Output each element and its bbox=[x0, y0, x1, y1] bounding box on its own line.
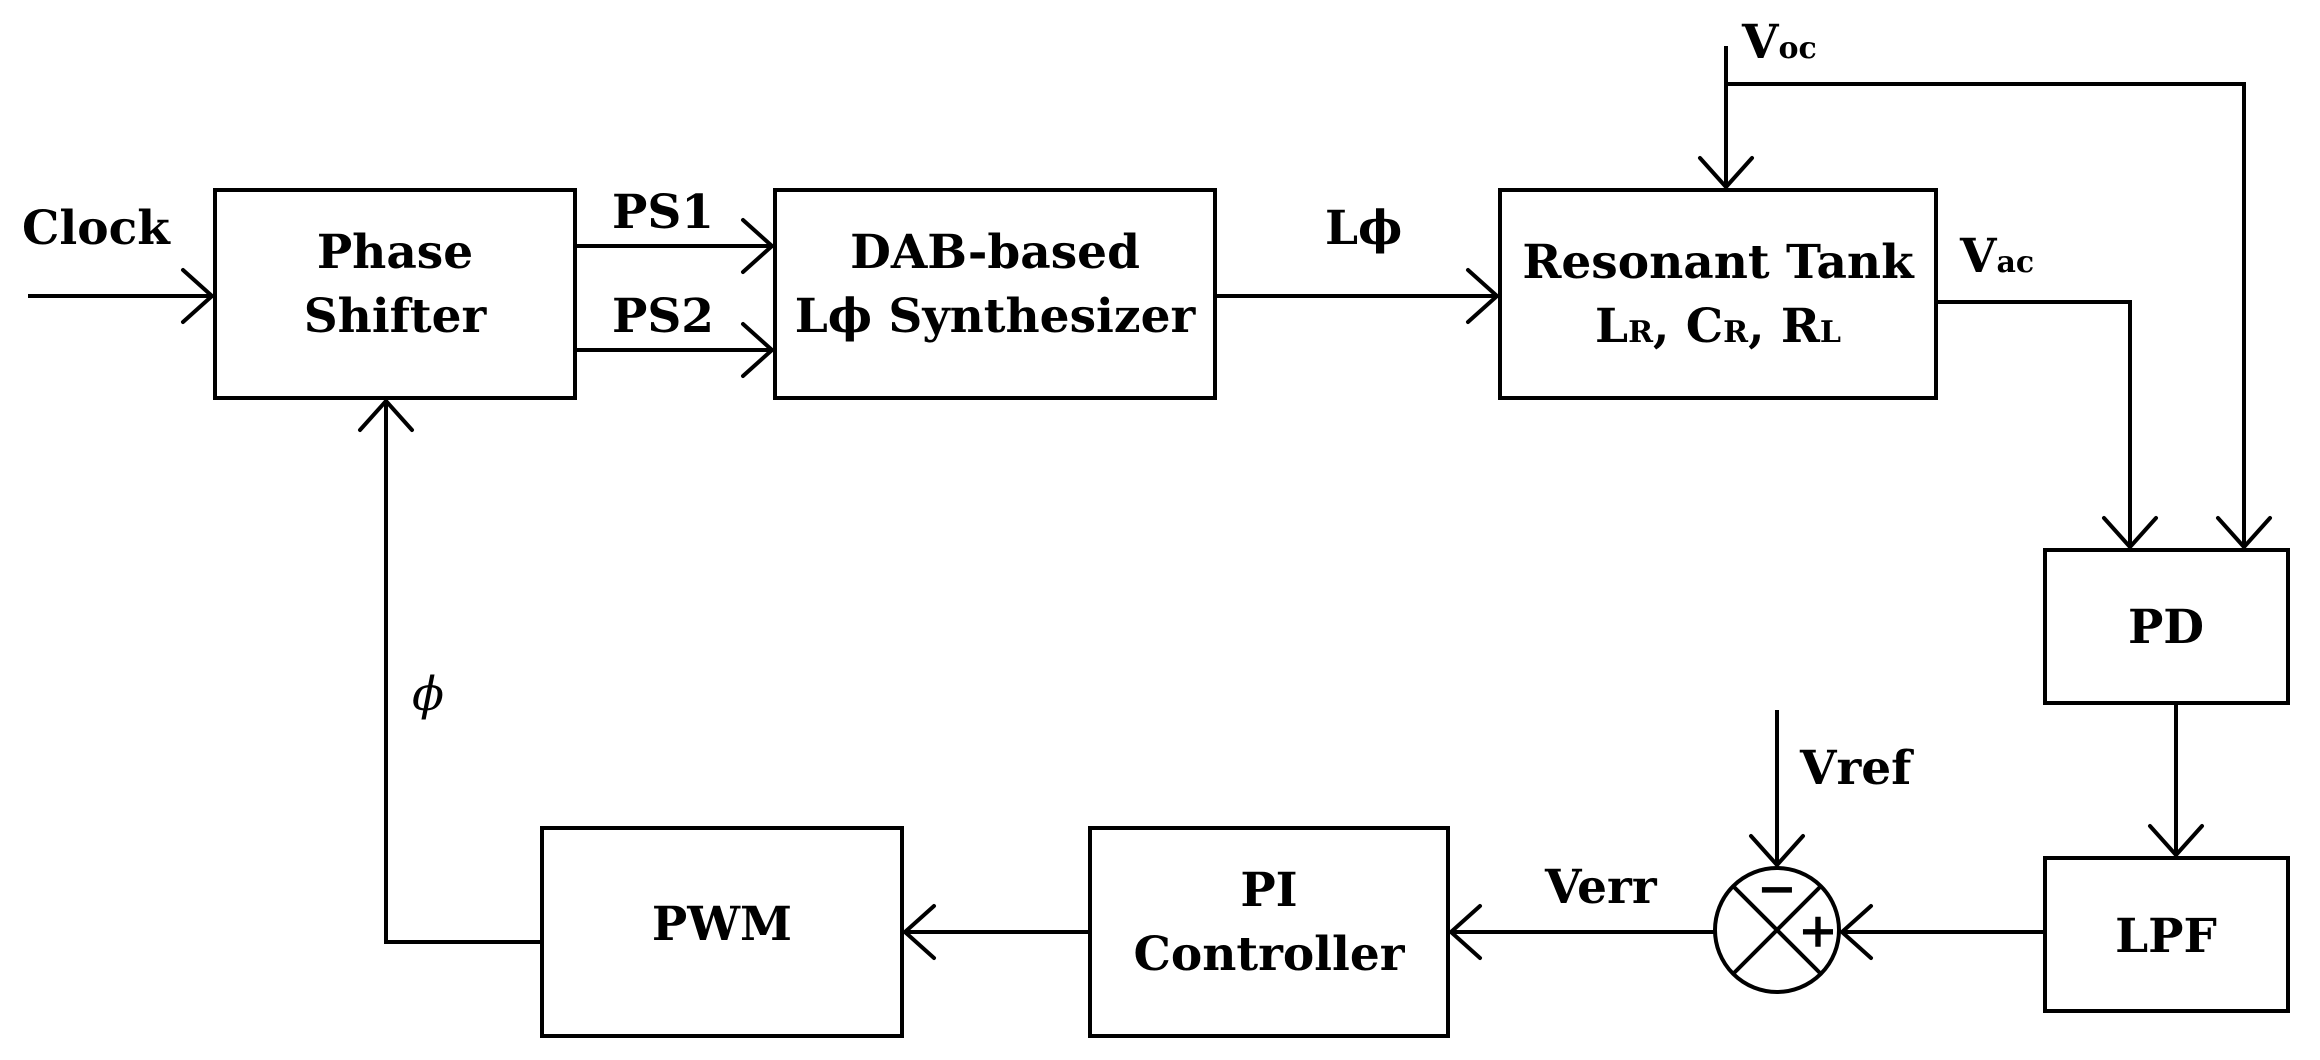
clock-wire bbox=[28, 268, 214, 324]
tank-sep-2: , bbox=[1748, 299, 1781, 354]
phi-label: ϕ bbox=[412, 667, 444, 722]
voc-wire bbox=[1698, 46, 2272, 549]
tank-label-2: LR, CR, RL bbox=[1595, 299, 1841, 354]
pi-label-2: Controller bbox=[1133, 927, 1405, 982]
vac-label: Vac bbox=[1959, 229, 2034, 284]
pd-to-lpf-wire bbox=[2148, 703, 2204, 857]
vac-sub: ac bbox=[1996, 245, 2034, 280]
lpf-block: LPF bbox=[2043, 856, 2290, 1013]
tank-c-sub: R bbox=[1723, 315, 1749, 350]
dab-synthesizer-block: DAB-based Lϕ Synthesizer bbox=[773, 188, 1217, 400]
ps2-wire bbox=[575, 322, 774, 378]
phase-shifter-label-1: Phase bbox=[317, 225, 473, 280]
summer-minus-sign: − bbox=[1757, 861, 1797, 917]
ps1-wire bbox=[575, 218, 774, 274]
phi-feedback-wire bbox=[358, 399, 542, 944]
pi-controller-block: PI Controller bbox=[1088, 826, 1450, 1038]
resonant-tank-block: Resonant Tank LR, CR, RL bbox=[1498, 188, 1938, 400]
pwm-label: PWM bbox=[652, 897, 792, 952]
vac-wire bbox=[1936, 300, 2158, 549]
summer-plus-sign: + bbox=[1798, 903, 1838, 959]
summing-junction: − + bbox=[1713, 861, 1841, 994]
tank-l-sub: R bbox=[1628, 315, 1654, 350]
phase-shifter-label-2: Shifter bbox=[304, 289, 488, 344]
verr-wire bbox=[1449, 904, 1715, 960]
vref-wire bbox=[1749, 710, 1805, 867]
verr-label: Verr bbox=[1544, 860, 1658, 915]
dab-label-1: DAB-based bbox=[850, 225, 1140, 280]
tank-sep-1: , bbox=[1653, 299, 1686, 354]
lpf-label: LPF bbox=[2115, 909, 2217, 964]
lphi-wire bbox=[1215, 268, 1499, 324]
phase-shifter-block: Phase Shifter bbox=[213, 188, 577, 400]
ps1-label: PS1 bbox=[612, 185, 714, 240]
lphi-label: Lϕ bbox=[1325, 201, 1402, 256]
voc-label: Voc bbox=[1741, 15, 1817, 70]
tank-r-sub: L bbox=[1820, 315, 1841, 350]
lpf-to-summer-wire bbox=[1840, 904, 2045, 960]
tank-label-1: Resonant Tank bbox=[1522, 235, 1915, 290]
voc-sub: oc bbox=[1778, 31, 1816, 66]
clock-label: Clock bbox=[22, 201, 171, 256]
pd-block: PD bbox=[2043, 548, 2290, 705]
pi-label-1: PI bbox=[1240, 863, 1297, 918]
pd-label: PD bbox=[2128, 600, 2204, 655]
vac-main: V bbox=[1959, 229, 1998, 284]
tank-l: L bbox=[1595, 299, 1628, 354]
tank-r: R bbox=[1781, 299, 1821, 354]
tank-c: C bbox=[1686, 299, 1723, 354]
vref-label: Vref bbox=[1799, 741, 1914, 796]
pi-to-pwm-wire bbox=[903, 904, 1090, 960]
pwm-block: PWM bbox=[540, 826, 904, 1038]
voc-main: V bbox=[1741, 15, 1780, 70]
ps2-label: PS2 bbox=[612, 289, 714, 344]
dab-label-2: Lϕ Synthesizer bbox=[795, 289, 1197, 344]
